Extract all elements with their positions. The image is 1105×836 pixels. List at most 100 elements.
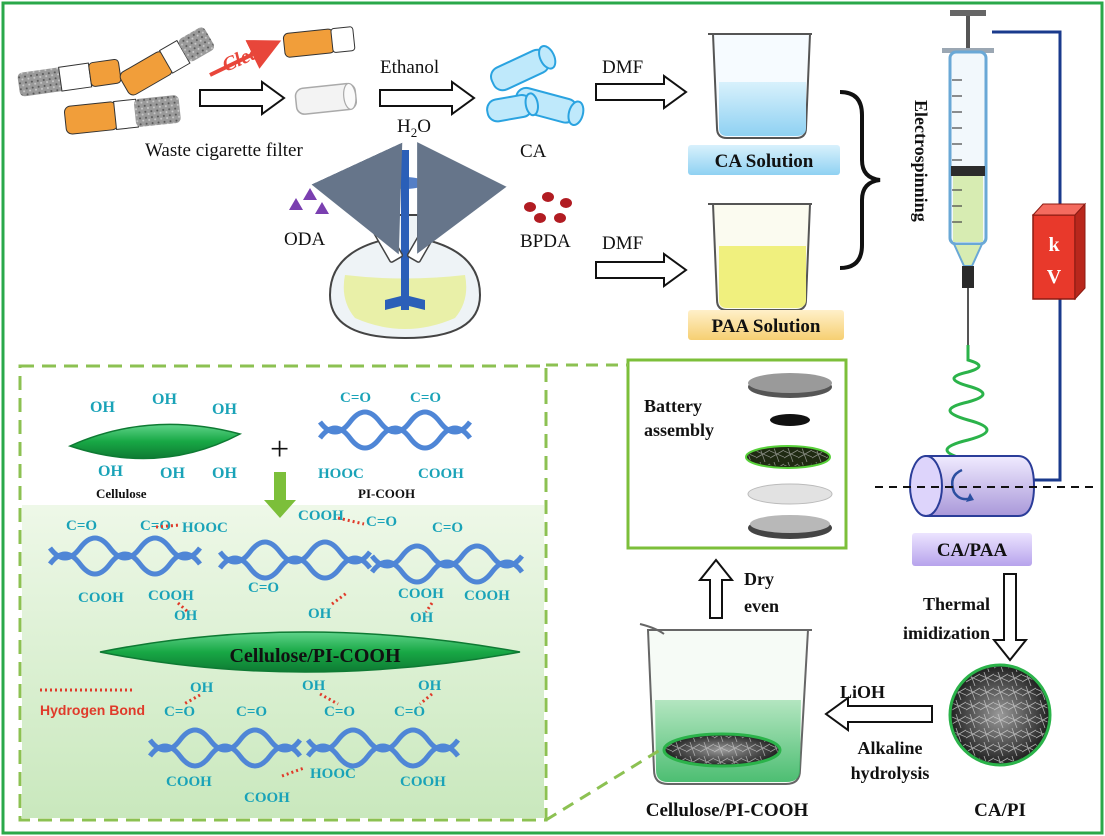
lioh-label: LiOH [840, 682, 885, 702]
oda-label: ODA [284, 229, 325, 250]
dmf-bottom-label: DMF [602, 233, 643, 254]
co-4: C=O [140, 518, 171, 534]
hooc-2: HOOC [182, 520, 228, 536]
ca-pi-label: CA/PI [974, 800, 1026, 821]
composite-chains-upper [48, 535, 524, 585]
pi-cooh-chain-icon [318, 409, 472, 451]
co-6: C=O [432, 520, 463, 536]
electrospinning-jet [945, 345, 989, 470]
dry-arrow [697, 558, 735, 619]
merge-brace [839, 90, 881, 270]
oda-particles-icon [289, 188, 329, 214]
co-2: C=O [410, 390, 441, 406]
syringe-icon [942, 10, 994, 345]
dry-label-1: Dry [744, 569, 774, 589]
co-7: C=O [248, 580, 279, 596]
ethanol-label: Ethanol [380, 57, 439, 78]
h2o-label: H2O [397, 116, 431, 140]
paa-solution-label: PAA Solution [712, 316, 821, 337]
coin-cell-stack-icon [745, 373, 833, 539]
dmf-top-label: DMF [602, 57, 643, 78]
composite-chains-lower [148, 727, 460, 769]
bpda-particles-icon [524, 192, 572, 223]
cooh-5: COOH [398, 586, 444, 602]
clear-label: Clear [219, 38, 270, 77]
cellulose-molecule-icon [67, 423, 243, 460]
oh-11: OH [302, 678, 326, 694]
ca-paa-badge [912, 533, 1032, 566]
dry-label-2: even [744, 596, 779, 616]
h2o-o: O [417, 116, 431, 137]
bpda-label: BPDA [520, 231, 571, 252]
battery-label-2: assembly [644, 420, 714, 440]
process-arrow-1 [199, 80, 286, 116]
thermal-label-1: Thermal [923, 594, 990, 614]
h2o-sub: 2 [411, 125, 418, 140]
bpda-feed-arrow [417, 141, 507, 254]
co-5: C=O [366, 514, 397, 530]
co-8: C=O [164, 704, 195, 720]
cooh-1: COOH [418, 466, 464, 482]
oh-12: OH [418, 678, 442, 694]
ca-solution-badge [688, 145, 840, 175]
cooh-7: COOH [166, 774, 212, 790]
reaction-flask-icon [328, 150, 482, 340]
composite-cellulose-icon [99, 631, 521, 673]
electrospinning-label: Electrospinning [911, 100, 931, 222]
hooc-1: HOOC [318, 466, 364, 482]
cooh-4: COOH [148, 588, 194, 604]
battery-label-1: Battery [644, 396, 702, 416]
oh-8: OH [308, 606, 332, 622]
co-10: C=O [324, 704, 355, 720]
oh-7: OH [174, 608, 198, 624]
oh-2: OH [152, 391, 177, 408]
oh-10: OH [190, 680, 214, 696]
ca-beaker-icon [708, 33, 812, 139]
cellulose-label: Cellulose [96, 486, 147, 501]
co-3: C=O [66, 518, 97, 534]
ca-solution-label: CA Solution [715, 151, 814, 172]
hydrogen-bond-legend: Hydrogen Bond [40, 702, 145, 718]
thermal-label-2: imidization [903, 623, 990, 643]
paa-solution-badge [688, 310, 844, 340]
h2o-h: H [397, 116, 411, 137]
ca-paa-label: CA/PAA [937, 540, 1008, 561]
plus-sign: + [270, 431, 289, 468]
lioh-arrow [824, 696, 933, 732]
clear-arrow [209, 40, 282, 77]
cooh-9: COOH [244, 790, 290, 806]
kv-label-v: V [1047, 266, 1062, 288]
cooh-2: COOH [298, 508, 344, 524]
hydrolysis-beaker-icon [639, 623, 812, 785]
dmf-arrow-top [595, 74, 688, 110]
thermal-arrow [991, 573, 1029, 662]
process-arrow-2 [379, 80, 476, 116]
co-9: C=O [236, 704, 267, 720]
alkaline-label-2: hydrolysis [851, 763, 930, 783]
cigarette-filters-icon [17, 27, 215, 135]
ca-tubes-icon [486, 45, 585, 127]
hydrogen-bonds [40, 516, 434, 778]
kv-power-supply-icon [1031, 202, 1087, 301]
reaction-arrow [264, 472, 296, 518]
cooh-3: COOH [78, 590, 124, 606]
oh-9: OH [410, 610, 434, 626]
dmf-arrow-bottom [595, 252, 688, 288]
kv-label-k: k [1048, 234, 1060, 256]
filter-tip-icon [282, 26, 356, 58]
pi-cooh-label: PI-COOH [358, 486, 415, 501]
composite-label: Cellulose/PI-COOH [229, 645, 401, 667]
oh-4: OH [98, 463, 123, 480]
oda-feed-arrow [311, 142, 403, 255]
cellulose-pi-cooh-label: Cellulose/PI-COOH [646, 800, 809, 821]
oh-5: OH [160, 465, 185, 482]
co-1: C=O [340, 390, 371, 406]
oh-3: OH [212, 401, 237, 418]
hooc-3: HOOC [310, 766, 356, 782]
paa-beaker-icon [708, 203, 812, 311]
alkaline-label-1: Alkaline [857, 738, 922, 758]
cooh-8: COOH [400, 774, 446, 790]
oh-1: OH [90, 399, 115, 416]
